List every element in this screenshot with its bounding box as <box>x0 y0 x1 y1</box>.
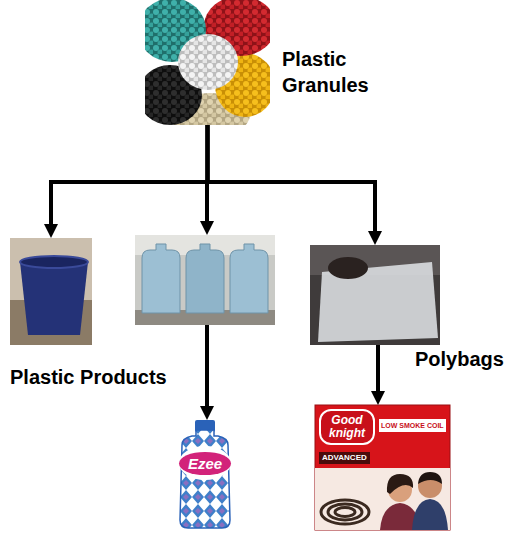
product-banner-holder: LOW SMOKE COIL <box>379 419 446 432</box>
label-ground <box>179 446 231 480</box>
polybag-photo <box>310 245 440 345</box>
flow-arrow <box>205 325 209 412</box>
flow-arrow <box>51 125 208 230</box>
black-granules <box>145 65 202 125</box>
granules-photo: Plastic Granules <box>145 0 270 125</box>
flow-arrow <box>376 345 380 397</box>
box-front <box>315 405 450 530</box>
bucket-photo <box>10 238 92 345</box>
bucket-body <box>20 262 88 335</box>
can-bottle <box>186 244 224 313</box>
coil-ring <box>321 500 369 524</box>
white-granules <box>178 34 238 90</box>
photo-wall <box>135 235 275 325</box>
beige-granules <box>170 93 250 125</box>
man-body <box>412 499 448 530</box>
coil-ring <box>335 508 355 517</box>
product-tag-holder: ADVANCED <box>319 452 370 464</box>
label-holder: Plastic Products <box>10 364 167 390</box>
granule-piles <box>145 0 270 125</box>
man-face <box>418 474 442 498</box>
polybag-photo: Polybags <box>310 245 440 345</box>
photo-table <box>135 310 275 325</box>
group-caption: Plastic Products <box>10 364 167 390</box>
detergent-photo <box>179 420 231 528</box>
hand <box>328 257 368 279</box>
node-heading-holder: Polybags <box>415 346 504 372</box>
product-banner: LOW SMOKE COIL <box>379 419 446 432</box>
bottles-photo <box>135 235 275 325</box>
bottle-cap <box>195 420 215 432</box>
bucket-rim <box>20 256 88 268</box>
plastic-bag <box>318 262 438 342</box>
red-granules <box>204 0 270 56</box>
flow-arrow <box>208 125 376 237</box>
product-tag: ADVANCED <box>319 452 370 464</box>
bottles-photo <box>135 235 275 325</box>
coil-box-photo: Good knightADVANCED LOW SMOKE COIL <box>315 405 450 530</box>
photo-floor <box>10 300 92 345</box>
can-bottle <box>142 244 180 313</box>
brand-logo: Good knight <box>319 409 375 445</box>
photo-wall <box>10 238 92 345</box>
coil-box-photo <box>315 405 450 530</box>
detergent-photo: Ezee <box>170 420 240 530</box>
flow-arrow <box>205 125 210 227</box>
coil-ring <box>328 504 362 520</box>
woman-hair <box>387 474 413 494</box>
can-bottle <box>230 244 268 313</box>
woman-body <box>380 503 420 530</box>
brand-logo-holder: Good knight <box>319 409 375 445</box>
yellow-granules <box>215 53 270 117</box>
bottle-body <box>180 430 230 528</box>
mosquito-coil <box>321 500 369 524</box>
photo-wall-top <box>135 235 275 255</box>
photo-table <box>310 245 440 345</box>
brand-logo: Ezee <box>179 452 231 475</box>
photo-band <box>315 468 450 530</box>
brand-logo-holder: Ezee <box>179 452 231 475</box>
teal-granules <box>145 0 206 62</box>
node-heading: Plastic Granules <box>282 46 382 98</box>
photo-shadow <box>310 245 440 275</box>
node-heading: Polybags <box>415 346 504 372</box>
photo-ground <box>145 0 270 125</box>
man-hair <box>418 472 442 484</box>
woman-face <box>388 478 412 502</box>
bucket-photo <box>10 238 92 345</box>
node-heading-holder: Plastic Granules <box>282 46 382 98</box>
granules-photo <box>138 0 276 137</box>
